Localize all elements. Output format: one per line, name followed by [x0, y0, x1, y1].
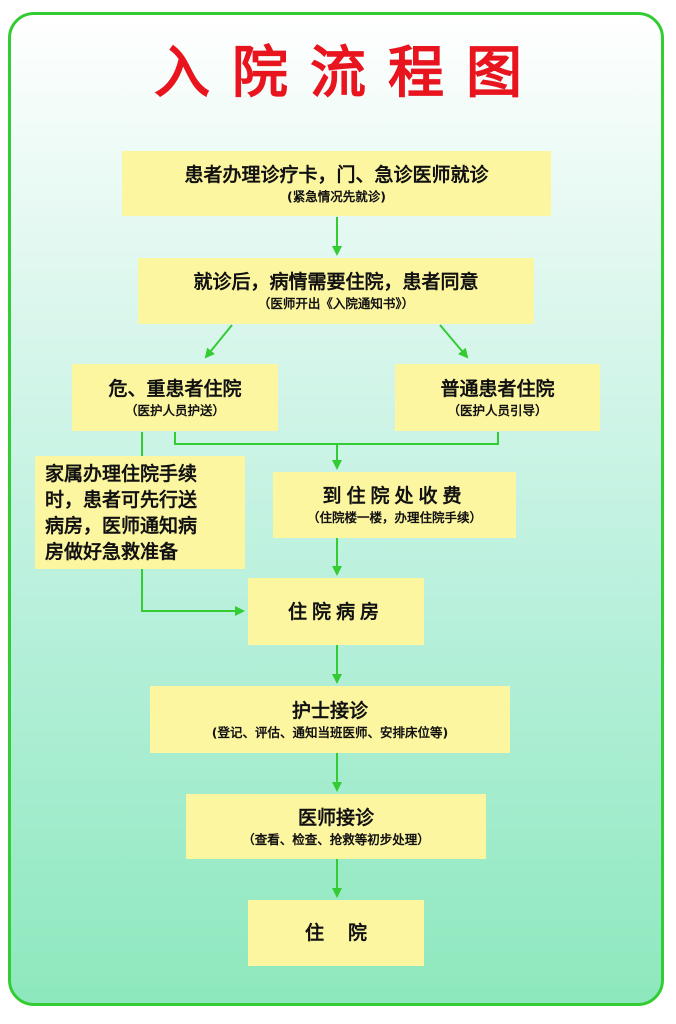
step-admission-decision-sub: （医师开出《入院通知书》）: [257, 296, 415, 311]
family-note-line: 家属办理住院手续: [45, 462, 198, 485]
step-critical-patient-sub: （医护人员护送）: [124, 402, 225, 418]
step-billing: 到住院处收费 （住院楼一楼，办理住院手续）: [273, 472, 516, 538]
step-hospitalized: 住院: [248, 900, 424, 966]
step-critical-patient: 危、重患者住院 （医护人员护送）: [72, 364, 278, 431]
step-critical-patient-main: 危、重患者住院: [108, 377, 242, 400]
step-hospitalized-main: 住院: [304, 922, 391, 944]
step-outpatient-visit-main: 患者办理诊疗卡，门、急诊医师就诊: [184, 163, 489, 186]
step-billing-sub: （住院楼一楼，办理住院手续）: [306, 510, 482, 525]
connector-normal-billing: [337, 432, 499, 445]
step-ward: 住院病房: [248, 578, 424, 645]
step-outpatient-visit-sub: (紧急情况先就诊): [287, 188, 386, 204]
family-note-line: 房做好急救准备: [45, 540, 179, 563]
step-admission-decision: 就诊后，病情需要住院，患者同意 （医师开出《入院通知书》）: [138, 258, 534, 324]
step-doctor-reception: 医师接诊 （查看、检查、抢救等初步处理）: [186, 794, 486, 859]
family-note-line: 病房，医师通知病: [45, 514, 198, 537]
step-normal-patient-main: 普通患者住院: [440, 377, 555, 400]
step-family-note: 家属办理住院手续 时，患者可先行送 病房，医师通知病 房做好急救准备: [35, 456, 245, 569]
step-normal-patient: 普通患者住院 （医护人员引导）: [395, 364, 600, 431]
step-normal-patient-sub: （医护人员引导）: [447, 402, 548, 418]
step-nurse-reception-main: 护士接诊: [291, 699, 368, 722]
connector-critical-billing: [174, 432, 337, 445]
step-admission-decision-main: 就诊后，病情需要住院，患者同意: [193, 271, 479, 293]
step-billing-main: 到住院处收费: [322, 485, 467, 507]
step-nurse-reception-sub: (登记、评估、通知当班医师、安排床位等): [211, 724, 449, 740]
family-note-line: 时，患者可先行送: [45, 488, 198, 511]
step-ward-main: 住院病房: [287, 600, 384, 623]
step-nurse-reception: 护士接诊 (登记、评估、通知当班医师、安排床位等): [150, 686, 510, 753]
page-title: 入院流程图: [154, 41, 544, 106]
arrow-step2-normal: [439, 324, 469, 359]
step-doctor-reception-main: 医师接诊: [297, 806, 374, 829]
arrow-step2-critical: [204, 324, 233, 359]
step-doctor-reception-sub: （查看、检查、抢救等初步处理）: [242, 831, 430, 847]
step-outpatient-visit: 患者办理诊疗卡，门、急诊医师就诊 (紧急情况先就诊): [122, 151, 551, 216]
